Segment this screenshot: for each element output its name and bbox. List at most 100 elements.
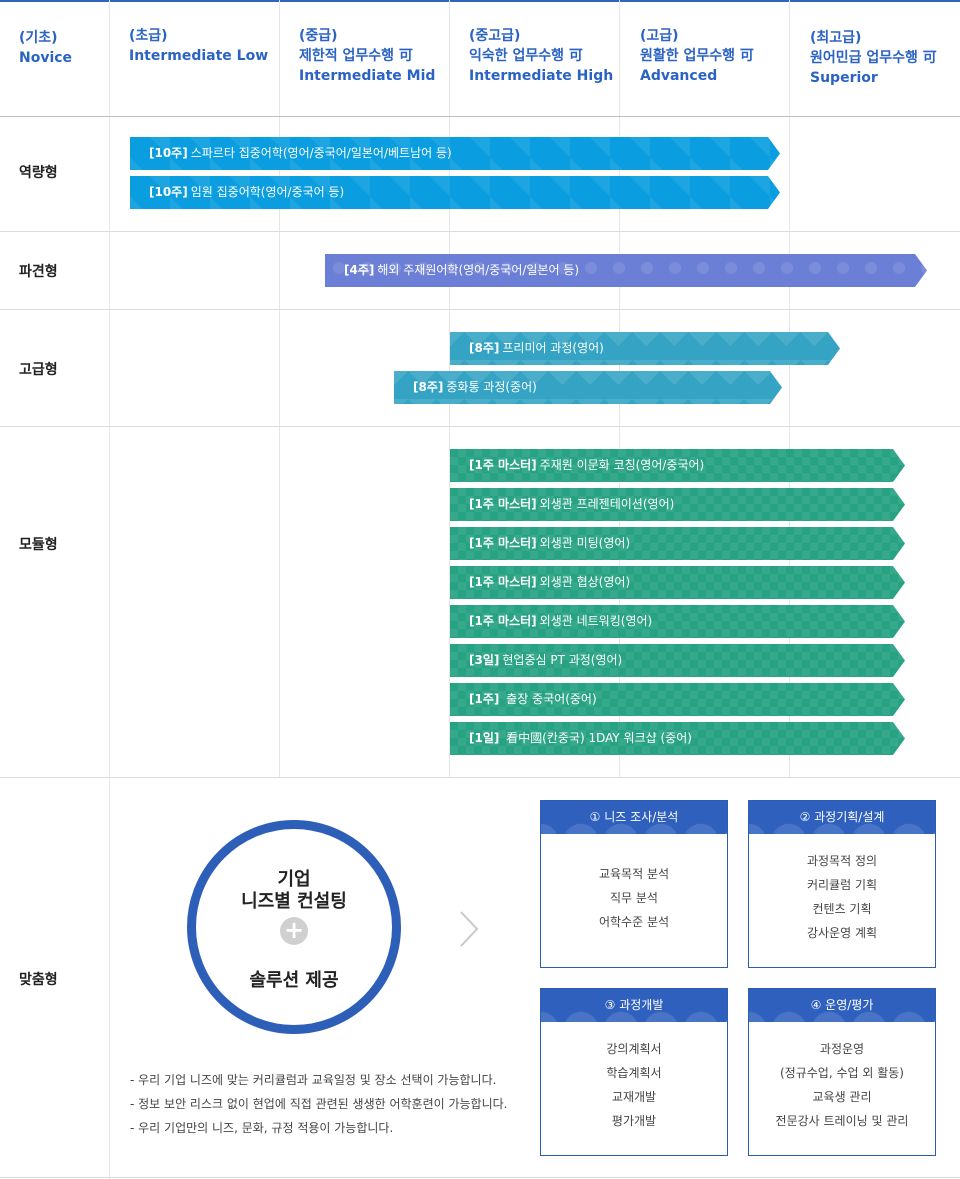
course-duration: [1주 마스터] bbox=[469, 458, 537, 472]
column-header-intermediate-low: (초급) Intermediate Low bbox=[129, 26, 268, 66]
card-body: 과정운영 (정규수업, 수업 외 활동) 교육생 관리 전문강사 트레이닝 및 … bbox=[749, 1022, 935, 1133]
course-bar[interactable]: [8주]중화통 과정(중어) bbox=[394, 371, 782, 404]
card-title: ③ 과정개발 bbox=[541, 989, 727, 1022]
course-title: 외생관 프레젠테이션(영어) bbox=[539, 497, 675, 511]
course-duration: [3일] bbox=[469, 653, 500, 667]
top-accent-line bbox=[0, 0, 960, 2]
course-duration: [1일] bbox=[469, 731, 500, 745]
card-item: 강사운영 계획 bbox=[806, 926, 878, 940]
row-divider bbox=[0, 231, 960, 232]
note-item: - 우리 기업 니즈에 맞는 커리큘럼과 교육일정 및 장소 선택이 가능합니다… bbox=[130, 1073, 497, 1087]
header-name: Intermediate High bbox=[469, 68, 614, 84]
circle-title: 기업 니즈별 컨설팅 bbox=[196, 869, 392, 913]
grid-column-divider bbox=[789, 0, 790, 778]
course-bar[interactable]: [1주 마스터]외생관 프레젠테이션(영어) bbox=[450, 488, 905, 521]
course-bar[interactable]: [1일] 看中國(칸중국) 1DAY 워크샵 (중어) bbox=[450, 722, 905, 755]
card-item: 교육생 관리 bbox=[812, 1090, 872, 1104]
course-title: 프리미어 과정(영어) bbox=[502, 341, 604, 355]
course-bar[interactable]: [8주]프리미어 과정(영어) bbox=[450, 332, 840, 365]
card-body: 과정목적 정의 커리큘럼 기획 컨텐츠 기획 강사운영 계획 bbox=[749, 834, 935, 945]
card-item: 교재개발 bbox=[611, 1090, 657, 1104]
course-duration: [10주] bbox=[149, 146, 188, 160]
course-bar[interactable]: [1주 마스터]외생관 협상(영어) bbox=[450, 566, 905, 599]
column-header-novice: (기초) Novice bbox=[19, 28, 72, 68]
course-title: 출장 중국어(중어) bbox=[502, 692, 597, 706]
header-name: Intermediate Low bbox=[129, 48, 269, 64]
course-title: 외생관 협상(영어) bbox=[539, 575, 631, 589]
course-duration: [8주] bbox=[413, 380, 444, 394]
row-divider bbox=[0, 426, 960, 427]
note-item: - 정보 보안 리스크 없이 현업에 직접 관련된 생생한 어학훈련이 가능합니… bbox=[130, 1097, 508, 1111]
course-duration: [10주] bbox=[149, 185, 188, 199]
course-title: 현업중심 PT 과정(영어) bbox=[502, 653, 623, 667]
column-header-intermediate-high: (중고급) 익숙한 업무수행 可 Intermediate High bbox=[469, 26, 613, 86]
header-desc: 제한적 업무수행 可 bbox=[299, 48, 413, 64]
card-item: 컨텐츠 기획 bbox=[812, 902, 872, 916]
course-duration: [1주 마스터] bbox=[469, 575, 537, 589]
course-title: 해외 주재원어학(영어/중국어/일본어 등) bbox=[377, 263, 580, 277]
row-label-module: 모듈형 bbox=[19, 537, 58, 553]
grid-column-divider bbox=[279, 0, 280, 778]
row-divider bbox=[0, 1177, 960, 1178]
header-desc: 익숙한 업무수행 可 bbox=[469, 48, 583, 64]
card-item: 학습계획서 bbox=[606, 1066, 662, 1080]
custom-notes: - 우리 기업 니즈에 맞는 커리큘럼과 교육일정 및 장소 선택이 가능합니다… bbox=[130, 1068, 508, 1140]
course-bar[interactable]: [10주]임원 집중어학(영어/중국어 등) bbox=[130, 176, 780, 209]
header-level: (초급) bbox=[129, 28, 168, 44]
card-item: 과정운영 bbox=[819, 1042, 865, 1056]
course-bar[interactable]: [1주 마스터]주재원 이문화 코칭(영어/중국어) bbox=[450, 449, 905, 482]
card-item: 커리큘럼 기획 bbox=[806, 878, 878, 892]
card-item: 어학수준 분석 bbox=[598, 915, 670, 929]
row-label-dispatch: 파견형 bbox=[19, 264, 58, 280]
course-duration: [1주 마스터] bbox=[469, 536, 537, 550]
column-header-superior: (최고급) 원어민급 업무수행 可 Superior bbox=[810, 28, 937, 88]
course-title: 임원 집중어학(영어/중국어 등) bbox=[190, 185, 345, 199]
card-item: 평가개발 bbox=[611, 1114, 657, 1128]
course-bar[interactable]: [1주 마스터]외생관 네트워킹(영어) bbox=[450, 605, 905, 638]
card-title: ④ 운영/평가 bbox=[749, 989, 935, 1022]
course-title: 스파르타 집중어학(영어/중국어/일본어/베트남어 등) bbox=[190, 146, 452, 160]
course-duration: [4주] bbox=[344, 263, 375, 277]
card-title: ② 과정기획/설계 bbox=[749, 801, 935, 834]
header-level: (중고급) bbox=[469, 28, 521, 44]
course-duration: [1주 마스터] bbox=[469, 497, 537, 511]
card-body: 교육목적 분석 직무 분석 어학수준 분석 bbox=[541, 834, 727, 934]
process-card-course-development: ③ 과정개발 강의계획서 학습계획서 교재개발 평가개발 bbox=[540, 988, 728, 1156]
row-label-advanced: 고급형 bbox=[19, 362, 58, 378]
chevron-right-icon bbox=[460, 911, 479, 947]
row-divider bbox=[0, 309, 960, 310]
course-bar[interactable]: [1주] 출장 중국어(중어) bbox=[450, 683, 905, 716]
circle-subtitle: 솔루션 제공 bbox=[249, 970, 339, 991]
course-bar[interactable]: [3일]현업중심 PT 과정(영어) bbox=[450, 644, 905, 677]
plus-icon: + bbox=[280, 917, 308, 945]
row-label-custom: 맞춤형 bbox=[19, 972, 58, 988]
process-card-operation-evaluation: ④ 운영/평가 과정운영 (정규수업, 수업 외 활동) 교육생 관리 전문강사… bbox=[748, 988, 936, 1156]
course-title: 중화통 과정(중어) bbox=[446, 380, 537, 394]
course-bar[interactable]: [1주 마스터]외생관 미팅(영어) bbox=[450, 527, 905, 560]
card-title: ① 니즈 조사/분석 bbox=[541, 801, 727, 834]
course-bar[interactable]: [10주]스파르타 집중어학(영어/중국어/일본어/베트남어 등) bbox=[130, 137, 780, 170]
header-divider bbox=[0, 116, 960, 117]
course-bar[interactable]: [4주]해외 주재원어학(영어/중국어/일본어 등) bbox=[325, 254, 927, 287]
row-label-capability: 역량형 bbox=[19, 165, 58, 181]
header-desc: 원어민급 업무수행 可 bbox=[810, 50, 937, 66]
card-item: 직무 분석 bbox=[610, 891, 658, 905]
header-name: Intermediate Mid bbox=[299, 68, 436, 84]
card-item: (정규수업, 수업 외 활동) bbox=[780, 1066, 904, 1080]
note-item: - 우리 기업만의 니즈, 문화, 규정 적용이 가능합니다. bbox=[130, 1121, 394, 1135]
course-title: 주재원 이문화 코칭(영어/중국어) bbox=[539, 458, 705, 472]
circle-title-line1: 기업 bbox=[277, 869, 311, 890]
header-name: Superior bbox=[810, 70, 878, 86]
card-item: 과정목적 정의 bbox=[806, 854, 878, 868]
course-title: 외생관 네트워킹(영어) bbox=[539, 614, 653, 628]
consulting-circle: 기업 니즈별 컨설팅 + 솔루션 제공 bbox=[187, 820, 401, 1034]
card-item: 강의계획서 bbox=[606, 1042, 662, 1056]
card-body: 강의계획서 학습계획서 교재개발 평가개발 bbox=[541, 1022, 727, 1133]
header-level: (중급) bbox=[299, 28, 338, 44]
course-duration: [1주 마스터] bbox=[469, 614, 537, 628]
process-card-needs-analysis: ① 니즈 조사/분석 교육목적 분석 직무 분석 어학수준 분석 bbox=[540, 800, 728, 968]
course-title: 외생관 미팅(영어) bbox=[539, 536, 631, 550]
header-name: Advanced bbox=[640, 68, 718, 84]
header-level: (최고급) bbox=[810, 30, 862, 46]
card-item: 전문강사 트레이닝 및 관리 bbox=[775, 1114, 909, 1128]
